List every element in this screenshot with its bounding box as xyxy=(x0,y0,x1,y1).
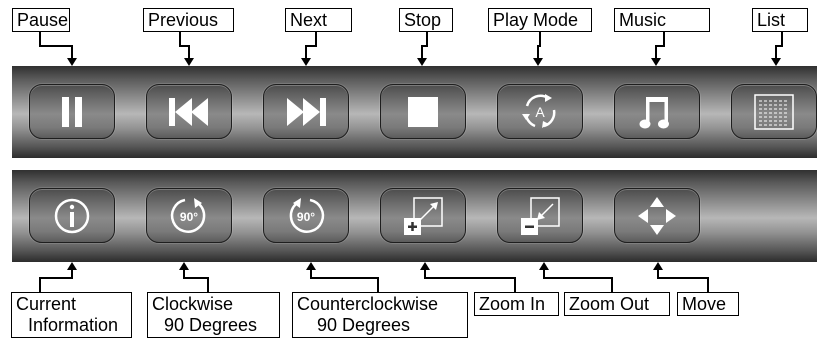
label-music: Music xyxy=(614,8,710,32)
svg-text:A: A xyxy=(535,104,545,120)
label-clockwise-line1: Clockwise xyxy=(152,294,234,314)
connector-next xyxy=(305,32,317,58)
pause-button[interactable] xyxy=(29,84,115,139)
list-icon xyxy=(754,93,794,130)
pause-icon xyxy=(62,96,82,127)
connector-pause xyxy=(39,32,73,58)
label-pause: Pause xyxy=(12,8,70,32)
zoom-in-icon xyxy=(404,196,443,235)
svg-text:90°: 90° xyxy=(297,210,315,224)
connector-list xyxy=(775,32,783,58)
info-button[interactable] xyxy=(29,188,115,243)
connector-clockwise xyxy=(183,270,209,292)
label-zoom-out: Zoom Out xyxy=(564,292,670,316)
label-current-information: Current Information xyxy=(11,292,132,338)
label-current-information-line1: Current xyxy=(16,294,77,314)
previous-icon xyxy=(169,97,208,126)
label-clockwise-line2: 90 Degrees xyxy=(164,315,258,335)
label-current-information-line2: Information xyxy=(28,315,119,335)
label-previous: Previous xyxy=(143,8,234,32)
connector-zoom-in xyxy=(424,270,516,292)
rotate-clockwise-icon: 90° xyxy=(170,197,206,233)
connector-play-mode xyxy=(537,32,541,58)
connector-music xyxy=(655,32,665,58)
zoom-out-button[interactable] xyxy=(497,188,583,243)
label-list: List xyxy=(752,8,808,32)
label-clockwise: Clockwise 90 Degrees xyxy=(147,292,280,338)
info-icon xyxy=(54,198,90,233)
rotate-counterclockwise-button[interactable]: 90° xyxy=(263,188,349,243)
label-move: Move xyxy=(677,292,739,316)
move-icon xyxy=(638,196,676,235)
connector-previous xyxy=(179,32,190,58)
music-button[interactable] xyxy=(614,84,700,139)
stop-icon xyxy=(408,96,438,127)
connector-info xyxy=(39,270,73,292)
music-icon xyxy=(639,96,669,128)
connector-move xyxy=(657,270,709,292)
label-next: Next xyxy=(285,8,352,32)
zoom-out-icon xyxy=(521,196,560,235)
label-play-mode: Play Mode xyxy=(488,8,592,32)
svg-text:90°: 90° xyxy=(180,210,198,224)
next-icon xyxy=(287,97,326,126)
play-mode-button[interactable]: A xyxy=(497,84,583,139)
label-zoom-in: Zoom In xyxy=(474,292,559,316)
move-button[interactable] xyxy=(614,188,700,243)
connector-counterclockwise xyxy=(310,270,379,292)
rotate-counterclockwise-icon: 90° xyxy=(289,197,325,233)
play-mode-icon: A xyxy=(522,93,556,128)
rotate-clockwise-button[interactable]: 90° xyxy=(146,188,232,243)
label-counterclockwise-line1: Counterclockwise xyxy=(297,294,439,314)
label-counterclockwise: Counterclockwise 90 Degrees xyxy=(292,292,468,338)
stop-button[interactable] xyxy=(380,84,466,139)
zoom-in-button[interactable] xyxy=(380,188,466,243)
connector-stop xyxy=(421,32,428,58)
label-counterclockwise-line2: 90 Degrees xyxy=(317,315,411,335)
label-stop: Stop xyxy=(399,8,453,32)
connector-zoom-out xyxy=(543,270,613,292)
list-button[interactable] xyxy=(731,84,817,139)
next-button[interactable] xyxy=(263,84,349,139)
previous-button[interactable] xyxy=(146,84,232,139)
